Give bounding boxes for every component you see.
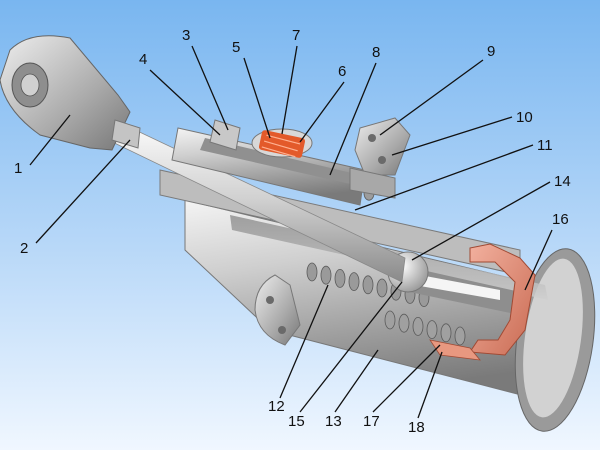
leader-line-9 bbox=[379, 59, 484, 136]
callout-label-7: 7 bbox=[292, 27, 300, 44]
callout-label-4: 4 bbox=[139, 51, 147, 68]
leader-line-18 bbox=[417, 351, 443, 419]
bottom-flange bbox=[254, 274, 301, 346]
callout-label-6: 6 bbox=[338, 63, 346, 80]
leader-line-17 bbox=[372, 344, 441, 413]
leader-line-16 bbox=[524, 229, 553, 291]
spring-coil bbox=[426, 320, 438, 340]
sight-window bbox=[251, 128, 313, 158]
rod-collar bbox=[209, 119, 241, 151]
copper-bellows bbox=[429, 243, 536, 361]
spring-coil bbox=[384, 310, 396, 330]
spring-coil bbox=[348, 272, 360, 292]
leader-line-8 bbox=[329, 62, 377, 176]
spring-coil bbox=[306, 262, 318, 282]
leader-line-11 bbox=[354, 144, 534, 211]
callout-label-8: 8 bbox=[372, 44, 380, 61]
spring-coil bbox=[362, 275, 374, 295]
leader-line-5 bbox=[243, 57, 271, 139]
leader-line-13 bbox=[334, 349, 379, 413]
callout-label-9: 9 bbox=[487, 43, 495, 60]
clevis-eye bbox=[0, 35, 141, 151]
leader-line-6 bbox=[299, 81, 345, 143]
spring-coil bbox=[398, 313, 410, 333]
spring-coil bbox=[440, 323, 452, 343]
top-flange bbox=[349, 117, 411, 199]
callout-label-1: 1 bbox=[14, 160, 22, 177]
leader-line-14 bbox=[411, 181, 551, 261]
callout-label-10: 10 bbox=[516, 109, 533, 126]
spring-coil bbox=[376, 278, 388, 298]
callout-label-14: 14 bbox=[554, 173, 571, 190]
leader-line-15 bbox=[299, 281, 403, 413]
leader-line-1 bbox=[29, 114, 71, 166]
callout-label-18: 18 bbox=[408, 419, 425, 436]
leader-line-10 bbox=[391, 116, 513, 156]
spring-coil bbox=[454, 326, 466, 346]
leader-line-4 bbox=[149, 69, 221, 136]
leader-line-7 bbox=[281, 45, 298, 135]
callout-label-17: 17 bbox=[363, 413, 380, 430]
callout-leaders bbox=[29, 45, 553, 419]
leader-line-3 bbox=[191, 45, 229, 131]
callout-label-2: 2 bbox=[20, 240, 28, 257]
spring-coil bbox=[320, 265, 332, 285]
spring-coil bbox=[412, 316, 424, 336]
callout-label-15: 15 bbox=[288, 413, 305, 430]
guide-tube bbox=[171, 127, 366, 206]
leader-line-12 bbox=[279, 284, 329, 399]
callout-label-13: 13 bbox=[325, 413, 342, 430]
callout-label-5: 5 bbox=[232, 39, 240, 56]
spring-coil bbox=[334, 268, 346, 288]
callout-label-11: 11 bbox=[537, 137, 553, 154]
callout-label-3: 3 bbox=[182, 27, 190, 44]
leader-line-2 bbox=[35, 139, 131, 244]
callout-label-12: 12 bbox=[268, 398, 285, 415]
callout-label-16: 16 bbox=[552, 211, 569, 228]
